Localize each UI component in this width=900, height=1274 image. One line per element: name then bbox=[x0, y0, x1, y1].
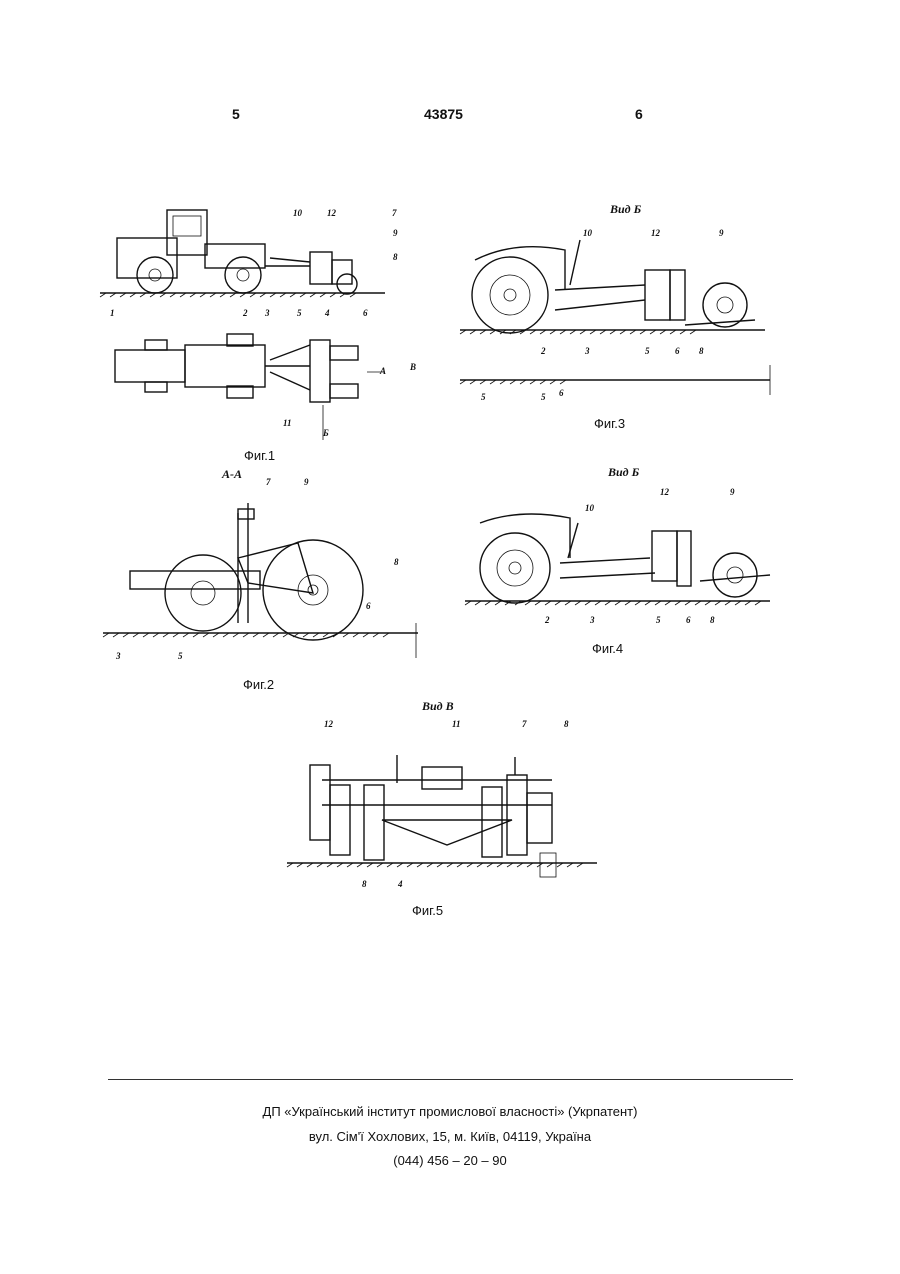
label-10: 10 bbox=[583, 228, 592, 238]
label-8: 8 bbox=[394, 557, 399, 567]
label-6b: 6 bbox=[559, 388, 564, 398]
label-11: 11 bbox=[283, 418, 292, 428]
label-2: 2 bbox=[243, 308, 248, 318]
label-1: 1 bbox=[110, 308, 115, 318]
figure-1: 10 12 7 9 8 1 2 3 5 6 4 11 А В Б bbox=[95, 200, 435, 450]
label-7: 7 bbox=[522, 719, 527, 729]
label-6: 6 bbox=[363, 308, 368, 318]
figure-5-view-title: Вид В bbox=[422, 699, 454, 714]
figure-2-caption: Фиг.2 bbox=[243, 677, 274, 692]
figure-3-drawing bbox=[455, 200, 775, 415]
label-12: 12 bbox=[327, 208, 336, 218]
footer-phone: (044) 456 – 20 – 90 bbox=[0, 1153, 900, 1168]
label-10: 10 bbox=[585, 503, 594, 513]
footer-organization: ДП «Український інститут промислової вла… bbox=[0, 1104, 900, 1119]
label-9: 9 bbox=[393, 228, 398, 238]
footer-divider bbox=[108, 1079, 793, 1080]
figure-2-drawing bbox=[98, 463, 423, 675]
label-3: 3 bbox=[590, 615, 595, 625]
label-11: 11 bbox=[452, 719, 461, 729]
figure-4-view-title: Вид Б bbox=[608, 465, 639, 480]
label-5: 5 bbox=[645, 346, 650, 356]
figure-5: Вид В 12 11 7 8 8 4 bbox=[282, 695, 607, 900]
figure-1-caption: Фиг.1 bbox=[244, 448, 275, 463]
label-5c: 5 bbox=[541, 392, 546, 402]
label-6: 6 bbox=[675, 346, 680, 356]
label-9: 9 bbox=[304, 477, 309, 487]
patent-number: 43875 bbox=[424, 106, 463, 122]
label-10: 10 bbox=[293, 208, 302, 218]
figure-4-caption: Фиг.4 bbox=[592, 641, 623, 656]
label-6: 6 bbox=[686, 615, 691, 625]
label-7: 7 bbox=[392, 208, 397, 218]
label-5: 5 bbox=[656, 615, 661, 625]
label-9: 9 bbox=[730, 487, 735, 497]
label-view-v: В bbox=[410, 362, 416, 372]
right-page-number: 6 bbox=[635, 106, 643, 122]
label-3: 3 bbox=[265, 308, 270, 318]
label-8b: 8 bbox=[362, 879, 367, 889]
label-8: 8 bbox=[564, 719, 569, 729]
label-7: 7 bbox=[266, 477, 271, 487]
label-5b: 5 bbox=[481, 392, 486, 402]
label-8: 8 bbox=[710, 615, 715, 625]
label-2: 2 bbox=[545, 615, 550, 625]
footer-address: вул. Сім'ї Хохлових, 15, м. Київ, 04119,… bbox=[0, 1129, 900, 1144]
figure-1-drawing bbox=[95, 200, 435, 450]
label-4: 4 bbox=[398, 879, 403, 889]
label-view-b: Б bbox=[323, 428, 329, 438]
label-5: 5 bbox=[297, 308, 302, 318]
figure-3-caption: Фиг.3 bbox=[594, 416, 625, 431]
label-12: 12 bbox=[324, 719, 333, 729]
label-12: 12 bbox=[660, 487, 669, 497]
label-8: 8 bbox=[699, 346, 704, 356]
label-5: 5 bbox=[178, 651, 183, 661]
label-12: 12 bbox=[651, 228, 660, 238]
figure-3-view-title: Вид Б bbox=[610, 202, 641, 217]
label-4: 4 bbox=[325, 308, 330, 318]
label-2: 2 bbox=[541, 346, 546, 356]
left-page-number: 5 bbox=[232, 106, 240, 122]
figure-2-section-title: А-А bbox=[222, 467, 242, 482]
label-3: 3 bbox=[116, 651, 121, 661]
label-section-a: А bbox=[380, 366, 386, 376]
label-9: 9 bbox=[719, 228, 724, 238]
figure-5-caption: Фиг.5 bbox=[412, 903, 443, 918]
label-8: 8 bbox=[393, 252, 398, 262]
figure-3: Вид Б 10 12 9 2 3 5 6 8 5 5 6 bbox=[455, 200, 775, 415]
figure-2: А-А 7 9 8 3 5 6 bbox=[98, 463, 423, 675]
label-6: 6 bbox=[366, 601, 371, 611]
figure-4: Вид Б 10 12 9 2 3 5 6 8 bbox=[460, 463, 780, 635]
label-3: 3 bbox=[585, 346, 590, 356]
